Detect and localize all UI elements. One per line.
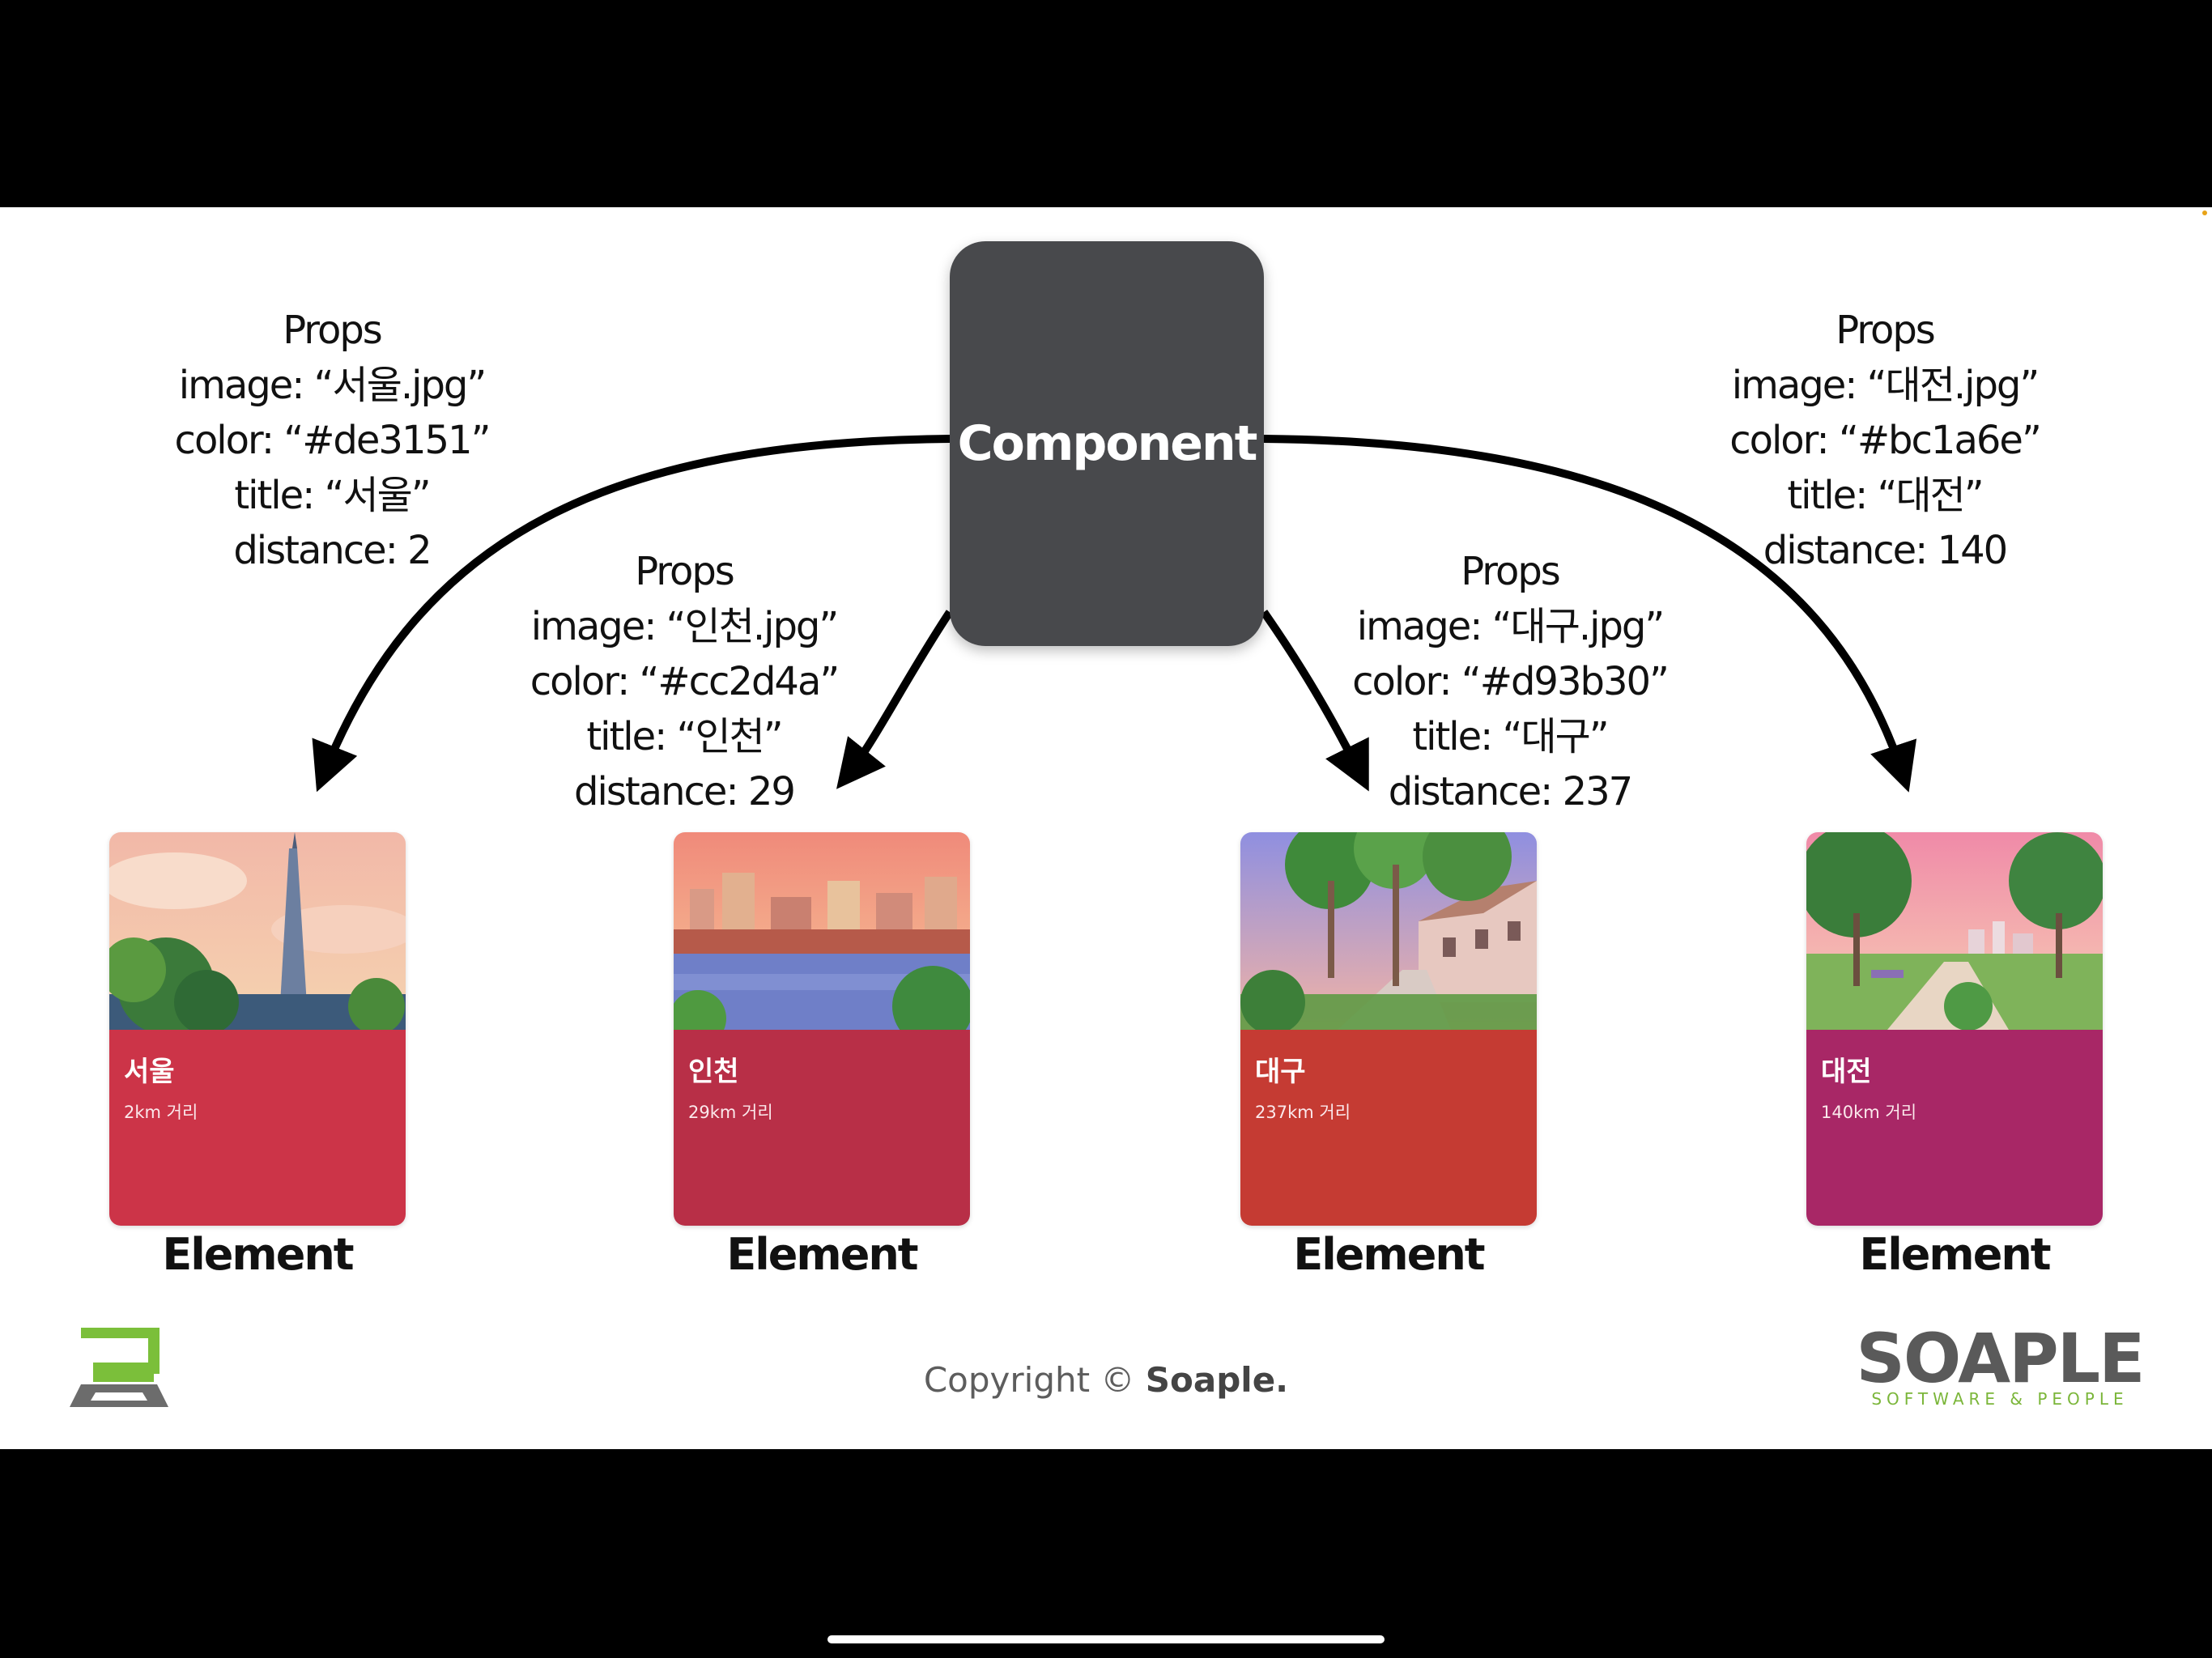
copyright-prefix: Copyright © — [923, 1360, 1146, 1400]
props-daegu: Props image: “대구.jpg” color: “#d93b30” t… — [1300, 544, 1721, 819]
card-info: 대전 140km 거리 — [1806, 1030, 2103, 1226]
props-distance: distance: 2 — [233, 528, 432, 573]
element-card-incheon: 인천 29km 거리 — [674, 832, 970, 1226]
element-card-seoul: 서울 2km 거리 — [109, 832, 406, 1226]
card-title: 서울 — [124, 1056, 175, 1088]
props-image: image: “서울.jpg” — [178, 363, 487, 408]
element-label: Element — [726, 1229, 918, 1280]
card-distance: 29km 거리 — [688, 1103, 773, 1122]
props-title: title: “대구” — [1412, 714, 1609, 759]
element-card-daejeon: 대전 140km 거리 — [1806, 832, 2103, 1226]
copyright-brand: Soaple. — [1145, 1360, 1289, 1400]
props-daejeon: Props image: “대전.jpg” color: “#bc1a6e” t… — [1674, 303, 2095, 578]
card-info: 서울 2km 거리 — [109, 1030, 406, 1226]
props-image: image: “대구.jpg” — [1356, 604, 1665, 649]
home-indicator[interactable] — [827, 1635, 1385, 1643]
brand-tagline: SOFTWARE & PEOPLE — [1871, 1389, 2129, 1409]
props-heading: Props — [1836, 308, 1936, 353]
props-color: color: “#d93b30” — [1352, 659, 1670, 704]
props-heading: Props — [283, 308, 383, 353]
card-info: 대구 237km 거리 — [1240, 1030, 1537, 1226]
arrow-to-seoul — [312, 435, 951, 793]
element-card-daegu: 대구 237km 거리 — [1240, 832, 1537, 1226]
component-box: Component — [950, 241, 1264, 646]
card-title: 대전 — [1821, 1056, 1872, 1088]
arrow-to-incheon — [836, 610, 954, 789]
props-title: title: “인천” — [586, 714, 783, 759]
card-distance: 237km 거리 — [1255, 1103, 1351, 1122]
status-dot-icon — [2202, 210, 2207, 215]
props-distance: distance: 29 — [574, 769, 796, 814]
props-title: title: “대전” — [1787, 473, 1984, 518]
soaple-wordmark-logo: SOAPLE SOFTWARE & PEOPLE — [1854, 1319, 2146, 1409]
props-image: image: “인천.jpg” — [530, 604, 840, 649]
daejeon-illustration — [1806, 832, 2103, 1030]
props-image: image: “대전.jpg” — [1731, 363, 2040, 408]
incheon-illustration — [674, 832, 970, 1030]
props-title: title: “서울” — [234, 473, 431, 518]
card-distance: 2km 거리 — [124, 1103, 198, 1122]
card-distance: 140km 거리 — [1821, 1103, 1917, 1122]
props-incheon: Props image: “인천.jpg” color: “#cc2d4a” t… — [474, 544, 895, 819]
props-distance: distance: 237 — [1388, 769, 1633, 814]
card-title: 대구 — [1255, 1056, 1306, 1088]
arrow-to-daegu — [1260, 610, 1369, 792]
arrows-layer — [312, 435, 1917, 793]
slide: Component Props image: “서울.jpg” color: “… — [0, 207, 2212, 1449]
props-heading: Props — [635, 549, 735, 594]
brand-word: SOAPLE — [1856, 1319, 2145, 1398]
props-seoul: Props image: “서울.jpg” color: “#de3151” t… — [121, 303, 542, 578]
element-label: Element — [1859, 1229, 2051, 1280]
arrow-to-daejeon — [1263, 435, 1917, 793]
props-color: color: “#de3151” — [174, 418, 491, 463]
seoul-illustration — [109, 832, 406, 1030]
soaple-mark-logo — [70, 1328, 168, 1407]
element-label: Element — [1293, 1229, 1485, 1280]
props-color: color: “#bc1a6e” — [1729, 418, 2042, 463]
props-color: color: “#cc2d4a” — [530, 659, 840, 704]
props-distance: distance: 140 — [1763, 528, 2008, 573]
card-info: 인천 29km 거리 — [674, 1030, 970, 1226]
element-label: Element — [162, 1229, 354, 1280]
component-label: Component — [957, 415, 1258, 472]
props-heading: Props — [1461, 549, 1561, 594]
daegu-illustration — [1240, 832, 1537, 1030]
copyright-text: Copyright © Soaple. — [0, 1360, 2212, 1400]
card-title: 인천 — [688, 1056, 739, 1088]
